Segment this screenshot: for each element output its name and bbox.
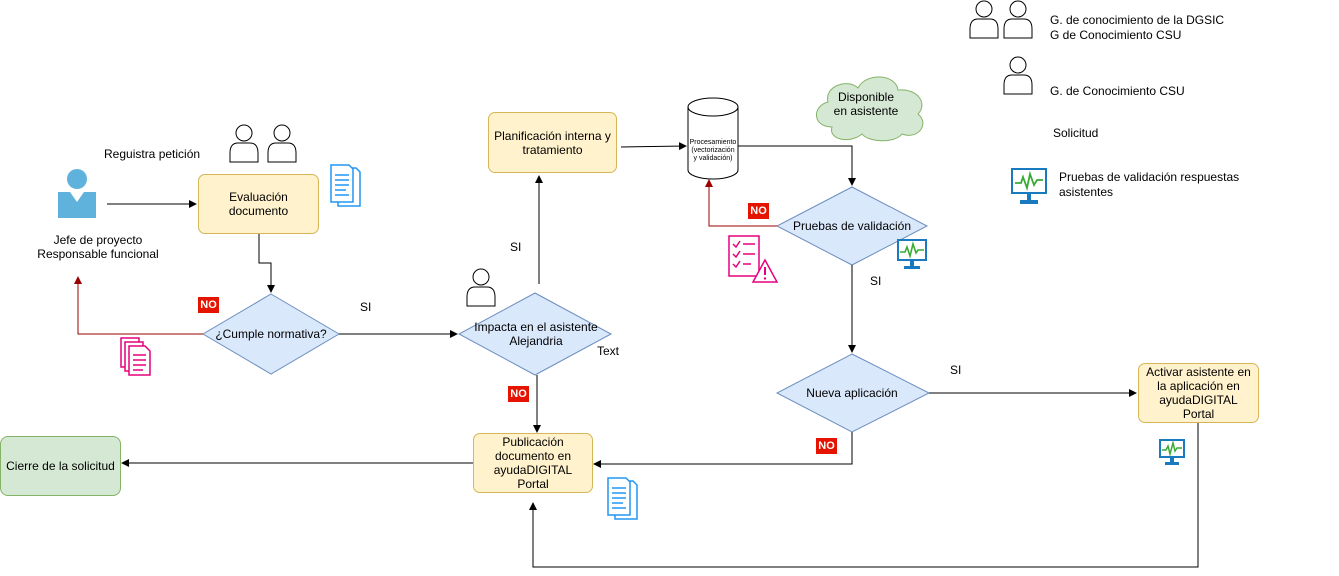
planificacion-node[interactable]: Planificación interna y tratamiento <box>488 112 617 173</box>
edge-activar-publicacion <box>529 423 1199 568</box>
person-outline-icon <box>969 0 1001 40</box>
edge-procesamiento-pruebas <box>738 145 856 186</box>
nueva-decision[interactable]: Nueva aplicación <box>806 386 898 400</box>
monitor-chart-icon <box>896 238 928 270</box>
cierre-node[interactable]: Cierre de la solicitud <box>0 436 121 496</box>
person-outline-icon <box>1003 55 1035 95</box>
edge-nueva-publicacion <box>593 432 853 468</box>
person-outline-icon <box>229 123 261 163</box>
edge-pruebas-reject <box>705 179 777 227</box>
publicacion-node[interactable]: Publicación documento en ayudaDIGITAL Po… <box>473 433 593 493</box>
legend-pruebas: Pruebas de validación respuestas asisten… <box>1059 170 1239 200</box>
document-icon <box>606 477 638 523</box>
legend-group: G. de conocimiento de la DGSIC G de Cono… <box>1050 13 1224 43</box>
disponible-cloud: Disponible en asistente <box>833 90 899 118</box>
procesamiento-node[interactable]: Procesamiento (vectorización y validació… <box>688 133 738 169</box>
copy-document-icon <box>119 337 153 377</box>
jefe-label: Jefe de proyecto Responsable funcional <box>18 233 178 261</box>
cloud-shape <box>816 76 924 142</box>
decision-cumple-shape <box>202 293 340 375</box>
edge-planificacion-procesamiento <box>620 142 687 151</box>
procesamiento-line1: Procesamiento <box>689 139 737 146</box>
decision-impacta-shape <box>457 292 613 376</box>
legend-single: G. de Conocimiento CSU <box>1050 84 1185 98</box>
edge-cumple-reject <box>74 276 203 335</box>
no-badge: NO <box>198 297 219 313</box>
no-badge: NO <box>748 203 769 219</box>
cumple-decision[interactable]: ¿Cumple normativa? <box>215 327 327 341</box>
person-outline-icon <box>466 267 498 307</box>
monitor-chart-icon <box>1158 438 1186 466</box>
si-label: SI <box>360 300 372 314</box>
legend-pruebas-line1: Pruebas de validación respuestas <box>1059 170 1240 184</box>
jefe-label-line2: Responsable funcional <box>37 247 159 261</box>
person-outline-icon <box>267 123 299 163</box>
document-icon <box>329 164 361 210</box>
si-label: SI <box>510 240 522 254</box>
edge-evaluacion-cumple <box>258 234 275 293</box>
procesamiento-line2: (vectorización <box>691 147 735 154</box>
si-label: SI <box>950 363 962 377</box>
jefe-label-line1: Jefe de proyecto <box>53 233 143 247</box>
no-badge: NO <box>508 386 529 402</box>
legend-solicitud: Solicitud <box>1053 126 1099 140</box>
monitor-chart-icon <box>1010 167 1048 205</box>
text-label: Text <box>597 344 620 358</box>
no-badge: NO <box>816 438 837 454</box>
procesamiento-line3: y validación) <box>693 155 733 162</box>
registra-label: Reguistra petición <box>104 147 201 161</box>
database-cylinder-icon <box>687 97 739 180</box>
evaluacion-node[interactable]: Evaluación documento <box>198 174 319 234</box>
legend-pruebas-line2: asistentes <box>1059 185 1114 199</box>
si-label: SI <box>870 274 882 288</box>
legend-group-line1: G. de conocimiento de la DGSIC <box>1050 13 1225 27</box>
impacta-decision[interactable]: Impacta en el asistente Alejandria <box>474 320 598 348</box>
activar-node[interactable]: Activar asistente en la aplicación en ay… <box>1138 363 1259 423</box>
legend-group-line2: G de Conocimiento CSU <box>1050 28 1182 42</box>
user-icon <box>57 168 97 218</box>
checklist-warning-icon <box>727 234 779 284</box>
pruebas-decision[interactable]: Pruebas de validación <box>792 219 912 233</box>
person-outline-icon <box>1003 0 1035 40</box>
